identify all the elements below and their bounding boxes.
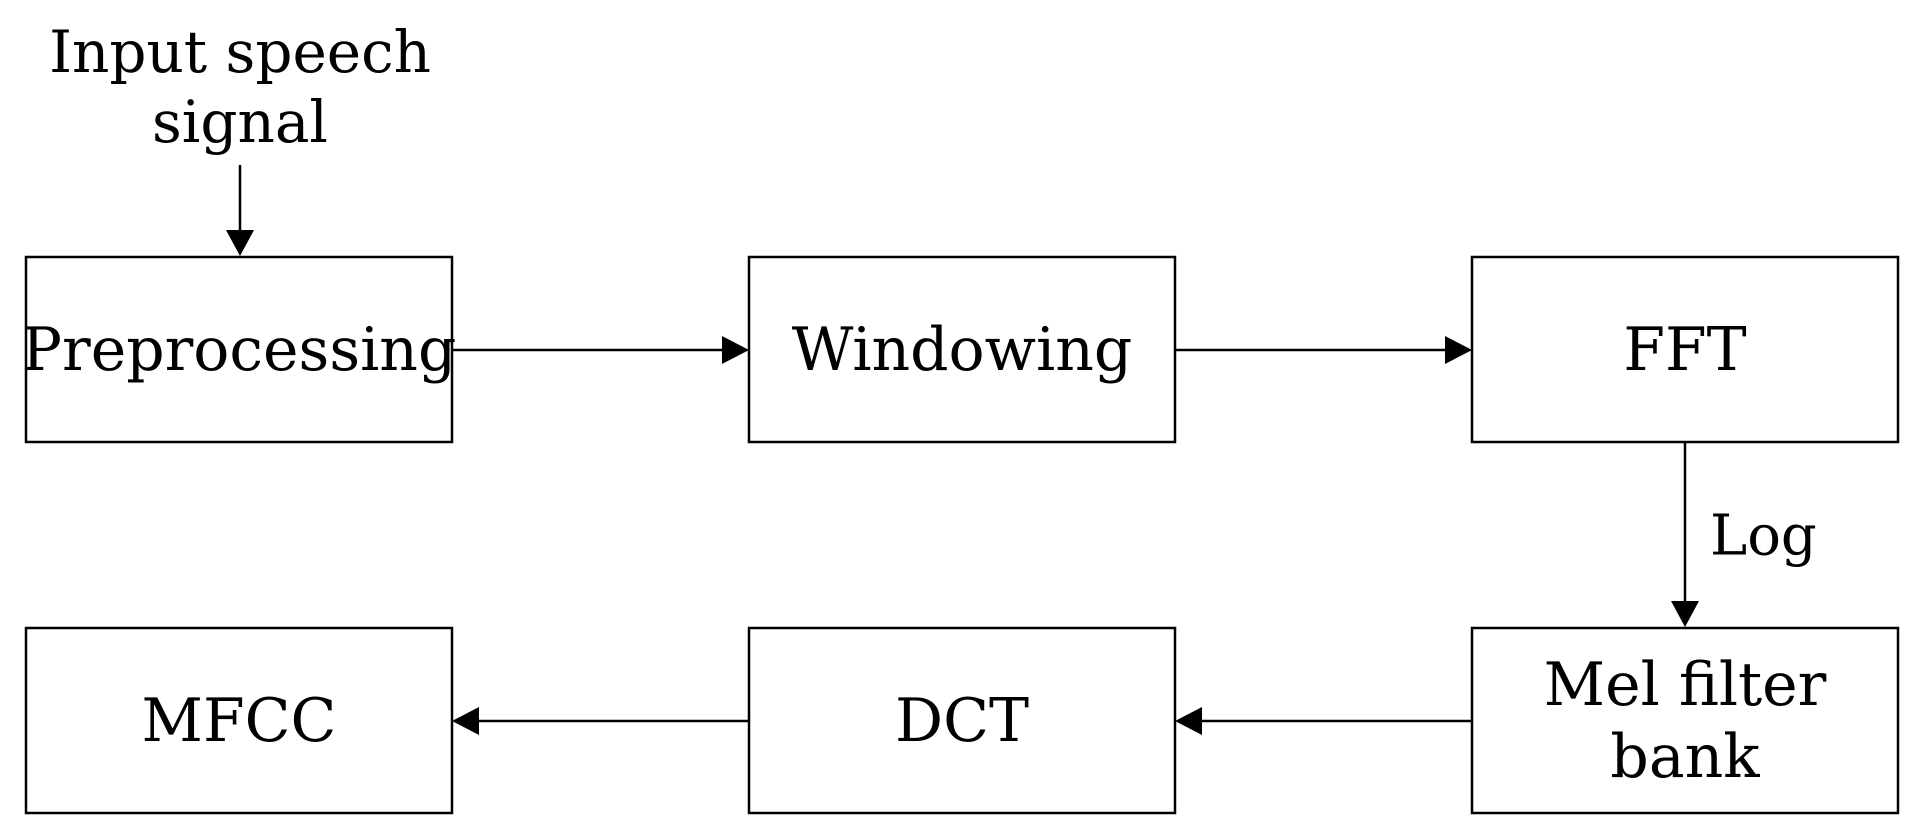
input-label-line1: Input speech bbox=[49, 18, 431, 86]
preprocessing-to-windowing-arrowhead bbox=[722, 336, 749, 364]
windowing-label: Windowing bbox=[792, 315, 1133, 385]
preprocessing-box bbox=[24, 255, 454, 444]
mel-to-dct-arrowhead bbox=[1175, 707, 1202, 735]
fft-to-mel-arrowhead bbox=[1671, 601, 1699, 627]
preprocessing-label: Preprocessing bbox=[22, 315, 457, 385]
mel-filter-bank-label-line1: Mel filter bbox=[1544, 650, 1827, 720]
windowing-box bbox=[747, 255, 1177, 444]
log-label: Log bbox=[1710, 504, 1817, 569]
windowing-to-fft-arrowhead bbox=[1445, 336, 1472, 364]
input-label-line2: signal bbox=[152, 88, 328, 156]
input-arrow-head bbox=[226, 230, 254, 256]
mfcc-box bbox=[24, 626, 454, 815]
dct-label: DCT bbox=[895, 686, 1029, 756]
fft-label: FFT bbox=[1623, 315, 1746, 385]
dct-to-mfcc-arrowhead bbox=[452, 707, 479, 735]
mfcc-label: MFCC bbox=[142, 686, 337, 756]
mel-filter-bank-label-line2: bank bbox=[1610, 722, 1760, 792]
